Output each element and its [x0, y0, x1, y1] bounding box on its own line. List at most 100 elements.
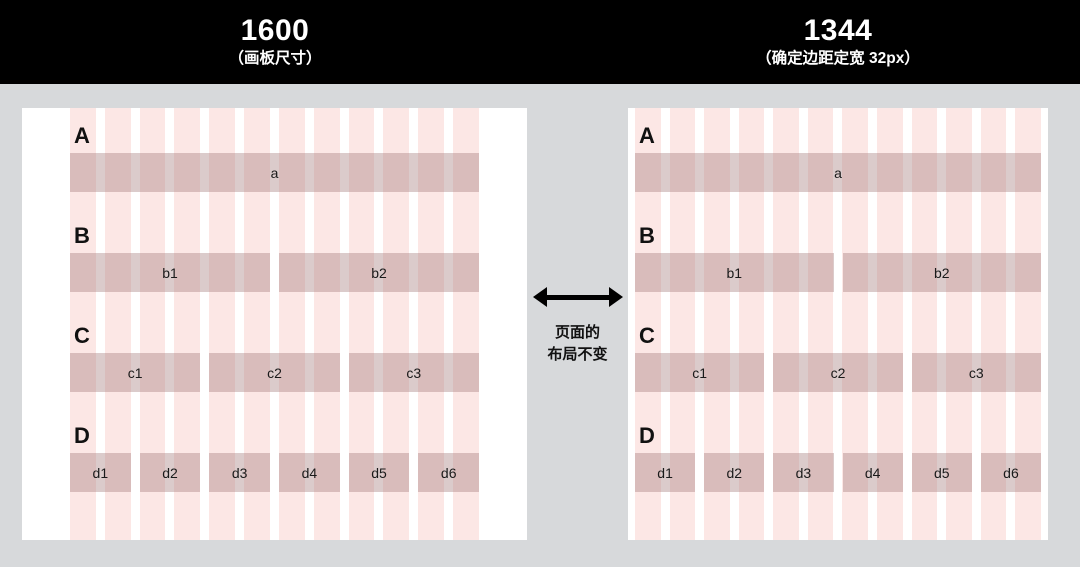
header-left-subtitle: （画板尺寸） [228, 50, 322, 68]
middle-caption-line2: 布局不变 [547, 345, 608, 363]
grid-gutter [695, 108, 705, 540]
grid-gutter [971, 108, 981, 540]
grid-block-label: d1 [92, 464, 109, 481]
grid-block-label: b2 [933, 264, 950, 281]
grid-block: b2 [279, 253, 479, 292]
grid-column [842, 108, 869, 540]
grid-block: d2 [704, 453, 765, 492]
block-gap [200, 353, 209, 392]
grid-gutter [444, 108, 454, 540]
grid-column [773, 108, 799, 540]
grid-block: b1 [635, 253, 834, 292]
grid-column [70, 108, 96, 540]
header-right-group: 1344 （确定边距定宽 32px） [628, 0, 1048, 84]
header-left-number: 1600 [240, 13, 310, 47]
grid-column [877, 108, 903, 540]
block-gap [764, 453, 773, 492]
grid-block-label: b1 [162, 264, 178, 281]
grid-column [104, 108, 131, 540]
middle-caption: 页面的 布局不变 [547, 322, 607, 366]
grid-gutter [304, 108, 314, 540]
arrow-head-left-icon [532, 287, 547, 307]
header-left-group: 1600 （画板尺寸） [22, 0, 528, 84]
grid-column [1015, 108, 1041, 540]
block-gap [695, 453, 704, 492]
grid-block-label: c1 [127, 364, 143, 381]
grid-column [911, 108, 938, 540]
grid-block-label: d3 [795, 464, 812, 481]
grid-block: c2 [209, 353, 340, 392]
grid-gutter [95, 108, 105, 540]
grid-block-label: a [834, 164, 842, 181]
grid-block: a [70, 153, 479, 192]
grid-gutter [409, 108, 419, 540]
grid-column [383, 108, 410, 540]
grid-column [738, 108, 765, 540]
grid-column [139, 108, 166, 540]
grid-block-label: a [270, 164, 279, 181]
grid-column [946, 108, 972, 540]
panel-1600-row-a: a [70, 153, 479, 192]
grid-gutter [660, 108, 670, 540]
header-right-subtitle: （确定边距定宽 32px） [756, 50, 920, 68]
grid-block: c3 [348, 353, 479, 392]
grid-block: d2 [139, 453, 201, 492]
panel-1344-grid-columns [635, 108, 1041, 540]
grid-column [807, 108, 834, 540]
block-gap [409, 453, 418, 492]
grid-block-label: d6 [1003, 464, 1019, 481]
block-gap [340, 453, 349, 492]
panel-1600-row-b: b1 b2 [70, 253, 479, 292]
grid-block: b2 [842, 253, 1041, 292]
grid-block-label: c3 [968, 364, 984, 381]
panel-1600-grid-columns [70, 108, 479, 540]
grid-column [278, 108, 305, 540]
block-gap [972, 453, 981, 492]
grid-block: d4 [842, 453, 903, 492]
grid-gutter [798, 108, 808, 540]
grid-block-label: d5 [933, 464, 950, 481]
grid-block: d3 [209, 453, 271, 492]
block-gap [903, 353, 912, 392]
block-gap [834, 253, 843, 292]
block-gap [834, 453, 843, 492]
panel-1600-row-label-d: D [74, 423, 90, 448]
grid-gutter [130, 108, 140, 540]
grid-block-label: b1 [726, 264, 743, 281]
block-gap [270, 253, 279, 292]
grid-block-label: d2 [162, 464, 178, 481]
block-gap [200, 453, 209, 492]
grid-gutter [165, 108, 175, 540]
panel-1344-row-label-b: B [639, 223, 655, 248]
grid-column [174, 108, 201, 540]
grid-column [980, 108, 1007, 540]
double-arrow-horizontal-icon [532, 284, 623, 310]
arrow-shaft [544, 295, 611, 300]
grid-gutter [868, 108, 878, 540]
block-gap [340, 353, 349, 392]
grid-gutter [833, 108, 843, 540]
grid-block: d6 [980, 453, 1042, 492]
grid-gutter [1006, 108, 1016, 540]
grid-block: d5 [348, 453, 410, 492]
panel-1344-row-label-d: D [639, 423, 655, 448]
grid-block-label: c2 [830, 364, 846, 381]
grid-block: c2 [773, 353, 903, 392]
middle-caption-line1: 页面的 [554, 324, 600, 341]
middle-annotation: 页面的 布局不变 [527, 270, 628, 370]
grid-block-label: d2 [726, 464, 743, 481]
panel-1344-row-label-c: C [639, 323, 655, 348]
grid-block: c1 [635, 353, 765, 392]
grid-block: b1 [70, 253, 270, 292]
grid-gutter [764, 108, 774, 540]
block-gap [270, 453, 279, 492]
grid-block: c1 [70, 353, 201, 392]
grid-gutter [235, 108, 245, 540]
grid-block-label: d3 [231, 464, 248, 481]
grid-column [209, 108, 236, 540]
